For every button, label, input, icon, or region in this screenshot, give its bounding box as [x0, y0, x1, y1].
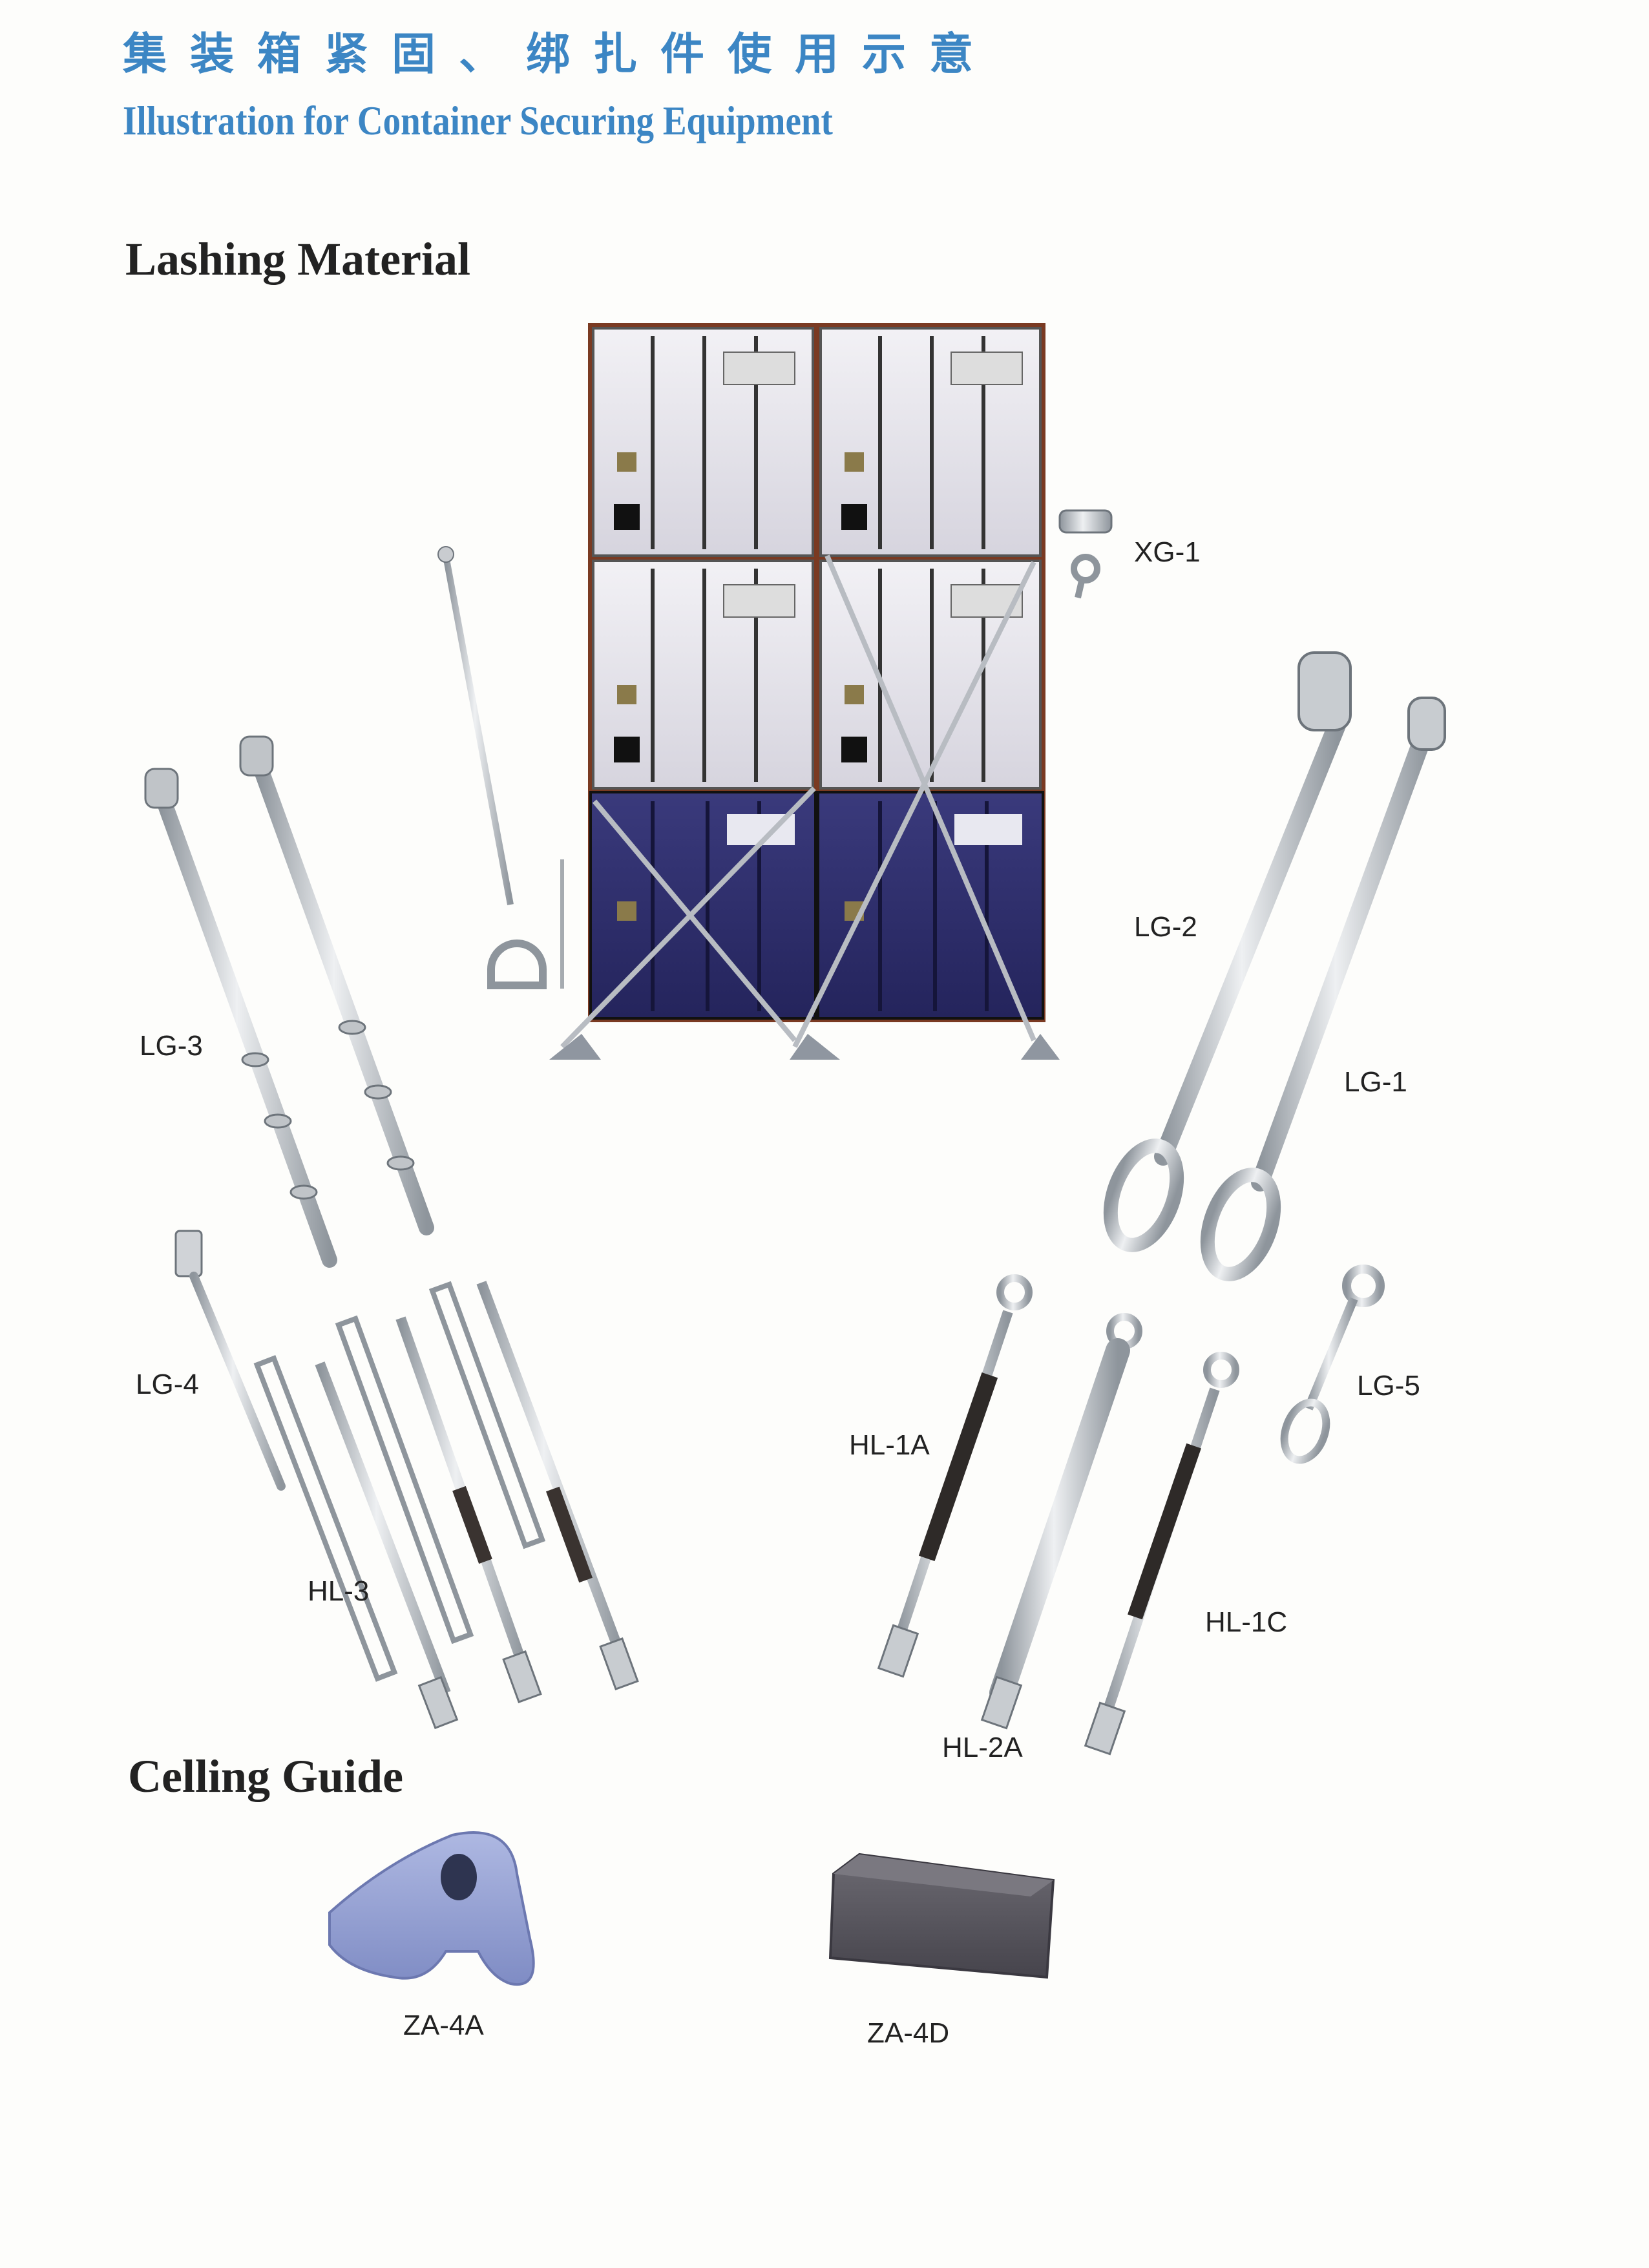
container-stack-image — [549, 323, 1060, 1060]
container-white-top-left — [592, 327, 814, 557]
label-hl1a: HL-1A — [849, 1429, 930, 1461]
label-xg1: XG-1 — [1134, 536, 1201, 568]
hl2a-part — [980, 1313, 1142, 1730]
deck-fittings — [549, 1034, 1060, 1060]
hl1a-part — [877, 1274, 1033, 1678]
hl1c-part — [1084, 1352, 1239, 1756]
label-hl3: HL-3 — [308, 1575, 370, 1607]
label-hl1c: HL-1C — [1205, 1606, 1288, 1638]
container-navy-right — [817, 791, 1044, 1020]
lg4-part — [174, 1230, 286, 1491]
title-chinese: 集装箱紧固、绑扎件使用示意 — [123, 29, 997, 80]
container-lashing-rods — [560, 554, 1036, 1049]
label-lg3: LG-3 — [140, 1030, 203, 1062]
container-white-mid-left — [592, 560, 814, 790]
label-za4d: ZA-4D — [867, 2017, 950, 2049]
title-english: Illustration for Container Securing Equi… — [123, 98, 833, 143]
container-white-mid-right — [819, 560, 1042, 790]
lg5-part — [1280, 1265, 1385, 1464]
container-white-top-right — [819, 327, 1042, 557]
rod-thin-upper — [437, 546, 514, 905]
xg1-part — [1058, 509, 1113, 599]
lg2-part — [1103, 651, 1352, 1252]
label-lg5: LG-5 — [1357, 1370, 1420, 1402]
lg3-part — [144, 735, 434, 1268]
d-ring — [487, 940, 547, 989]
label-hl2a: HL-2A — [942, 1732, 1023, 1763]
label-lg4: LG-4 — [136, 1369, 199, 1400]
label-lg1: LG-1 — [1344, 1066, 1407, 1098]
hl3-part — [253, 1281, 639, 1730]
za4a-part — [328, 1831, 535, 1986]
label-lg2: LG-2 — [1134, 911, 1197, 943]
section-lashing-material: Lashing Material — [125, 233, 470, 285]
label-za4a: ZA-4A — [403, 2010, 484, 2041]
section-ceiling-guide: Celling Guide — [128, 1750, 404, 1802]
lg1-part — [1200, 697, 1446, 1281]
za4d-part — [828, 1853, 1055, 1979]
